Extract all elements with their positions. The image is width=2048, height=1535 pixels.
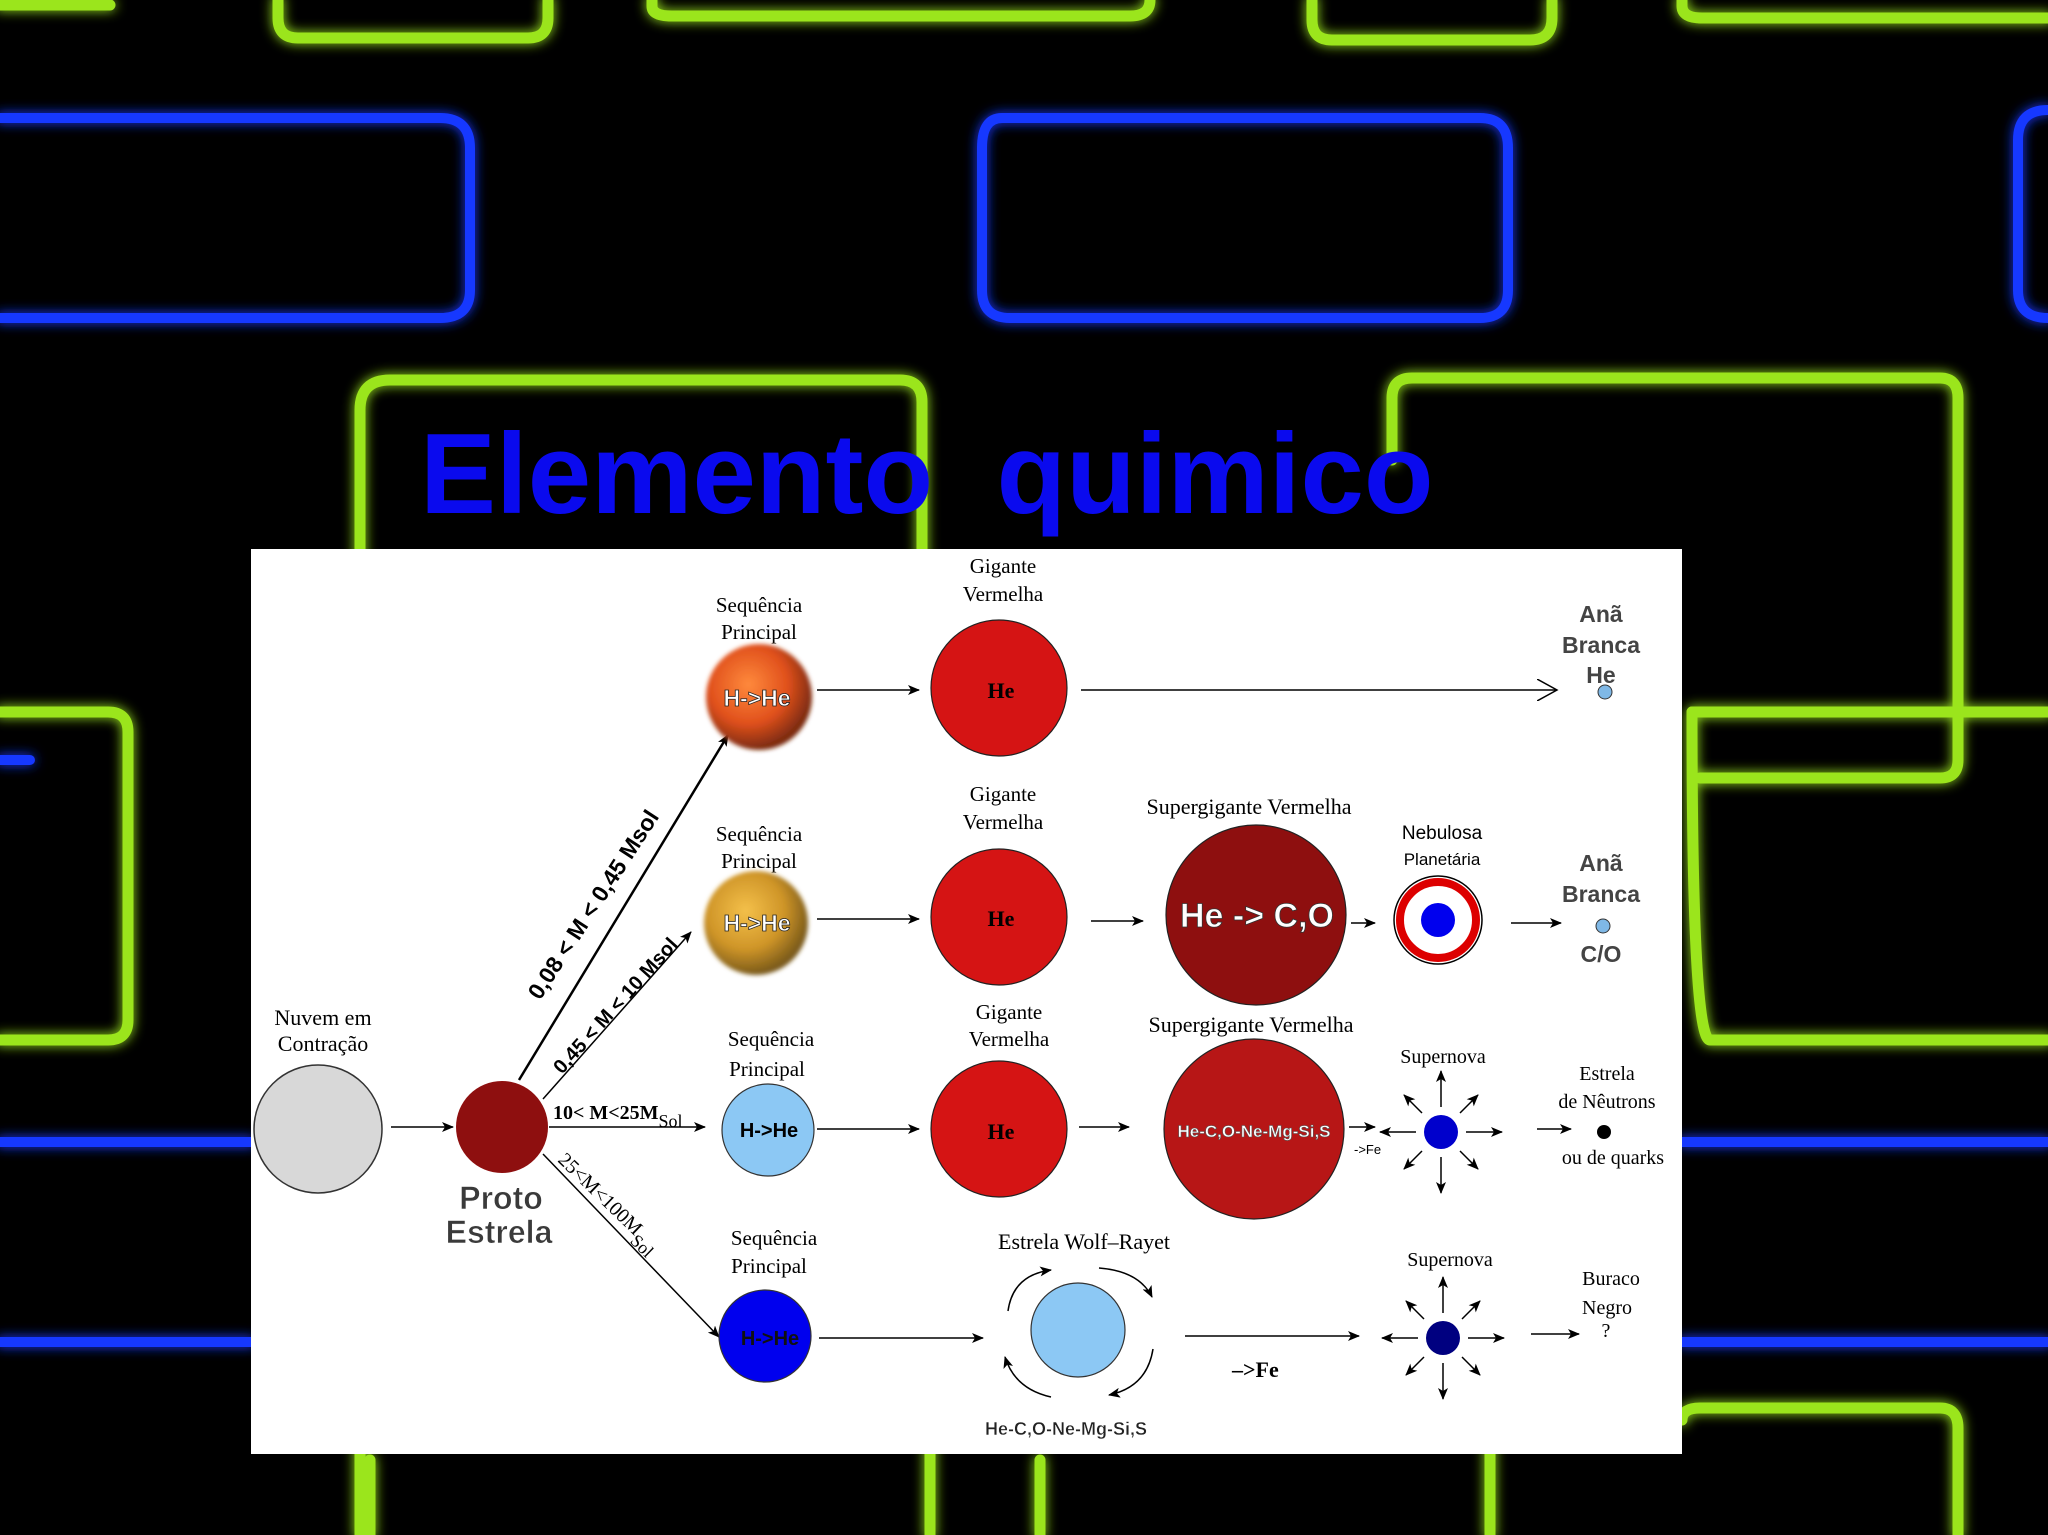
row4-end-label-line3: ? xyxy=(1602,1320,1611,1342)
row1-giant-label-line1: Gigante xyxy=(970,554,1036,578)
row3-red-supergiant xyxy=(1163,1038,1345,1220)
row2-super-label: Supergigante Vermelha xyxy=(1146,794,1351,819)
row4-wolf-rayet-star xyxy=(1003,1266,1154,1398)
row2-end-label-line3: C/O xyxy=(1581,941,1622,967)
branch-label-mass-4: 25<M<100MSol xyxy=(549,1149,664,1262)
row3-neutron-star xyxy=(1597,1125,1611,1139)
neon-blue-lines xyxy=(0,105,2048,1347)
row2-main-sequence-star xyxy=(704,871,808,975)
arrow-branch-1 xyxy=(517,734,730,1081)
row2-giant-text: He xyxy=(988,906,1015,931)
row2-seq-label-line2: Principal xyxy=(721,849,797,873)
row3-end-label-line2: de Nêutrons xyxy=(1558,1091,1655,1113)
row4-end-label-line1: Buraco xyxy=(1582,1268,1640,1290)
row2-planetary-nebula-ring xyxy=(1396,878,1480,962)
row1-giant-text: He xyxy=(988,678,1015,703)
row4-seq-text: H->He xyxy=(741,1328,799,1350)
row1-seq-text: H->He xyxy=(723,685,790,711)
row3-giant-label-line1: Gigante xyxy=(976,1000,1042,1024)
row2-nebula-label-line1: Nebulosa xyxy=(1402,823,1483,844)
row2-end-label-line1: Anã xyxy=(1579,850,1623,876)
row1-end-label-line1: Anã xyxy=(1579,601,1623,627)
arrow-branch-2 xyxy=(542,931,692,1100)
slide-title: Elemento quimico xyxy=(420,411,1434,538)
row4-seq-label-line1: Sequência xyxy=(731,1226,818,1250)
row2-seq-text: H->He xyxy=(723,910,790,936)
row3-super-label: Supergigante Vermelha xyxy=(1148,1012,1353,1037)
row4-seq-label-line2: Principal xyxy=(731,1254,807,1278)
contracting-cloud xyxy=(253,1064,383,1194)
row2-giant-label-line2: Vermelha xyxy=(963,810,1044,834)
row2-seq-label-line1: Sequência xyxy=(716,822,803,846)
row1-end-label-line3: He xyxy=(1586,662,1615,688)
row3-super-text: He-C,O-Ne-Mg-Si,S xyxy=(1178,1122,1331,1141)
row1-giant-label-line2: Vermelha xyxy=(963,582,1044,606)
row3-giant-label-line2: Vermelha xyxy=(969,1027,1050,1051)
row1-main-sequence-star xyxy=(706,644,812,750)
row3-end-label-line3: ou de quarks xyxy=(1562,1147,1664,1169)
row2-white-dwarf xyxy=(1595,918,1611,934)
row3-supernova-label: Supernova xyxy=(1400,1046,1486,1068)
row2-giant-label-line1: Gigante xyxy=(970,782,1036,806)
row3-seq-text: H->He xyxy=(740,1120,798,1142)
row3-seq-label-line2: Principal xyxy=(729,1057,805,1081)
row1-end-label-line2: Branca xyxy=(1562,632,1640,658)
row2-planetary-nebula-core xyxy=(1421,903,1455,937)
row1-white-dwarf xyxy=(1597,684,1613,700)
row2-super-text: He -> C,O xyxy=(1180,897,1334,935)
row4-end-label-line2: Negro xyxy=(1582,1297,1632,1319)
row3-supernova-burst xyxy=(1379,1070,1503,1194)
row2-nebula-label-line2: Planetária xyxy=(1404,850,1481,869)
arrow-branch-4 xyxy=(542,1153,720,1338)
branch-label-mass-3: 10< M<25MSol xyxy=(553,1102,683,1131)
row4-wr-bottom-text: He-C,O-Ne-Mg-Si,S xyxy=(985,1419,1147,1439)
row4-fe-text: –>Fe xyxy=(1231,1357,1279,1382)
proto-label-line1: Proto xyxy=(459,1180,543,1216)
row1-red-giant xyxy=(930,619,1068,757)
proto-star xyxy=(456,1081,548,1173)
row3-red-giant xyxy=(930,1060,1068,1198)
row3-end-label-line1: Estrela xyxy=(1579,1063,1635,1085)
row1-seq-label-line1: Sequência xyxy=(716,593,803,617)
row3-main-sequence-star xyxy=(721,1083,815,1177)
row4-supernova-burst xyxy=(1381,1276,1505,1400)
row2-end-label-line2: Branca xyxy=(1562,881,1640,907)
row2-red-giant xyxy=(930,848,1068,986)
nuvem-label-line2: Contração xyxy=(278,1031,368,1056)
row4-wr-label: Estrela Wolf–Rayet xyxy=(998,1229,1170,1254)
nuvem-label-line1: Nuvem em xyxy=(274,1005,371,1030)
row4-supernova-label: Supernova xyxy=(1407,1249,1493,1271)
row2-red-supergiant xyxy=(1165,824,1347,1006)
stellar-evolution-diagram: Nuvem em Contração Proto Estrela 0,08 < … xyxy=(251,549,1682,1454)
row3-seq-label-line1: Sequência xyxy=(728,1027,815,1051)
row3-fe-text: ->Fe xyxy=(1354,1142,1381,1157)
row1-seq-label-line2: Principal xyxy=(721,620,797,644)
row3-giant-text: He xyxy=(988,1119,1015,1144)
row4-main-sequence-star xyxy=(718,1289,812,1383)
proto-label-line2: Estrela xyxy=(446,1214,553,1250)
